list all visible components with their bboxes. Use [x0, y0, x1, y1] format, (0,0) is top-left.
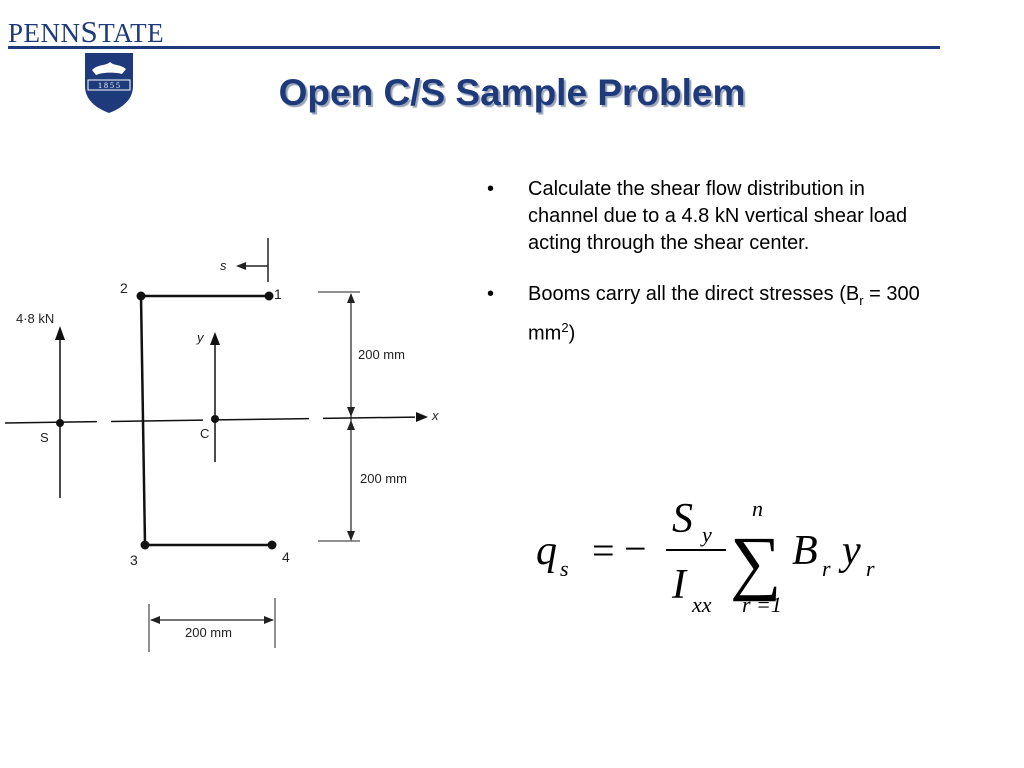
brand-part2: S [80, 14, 99, 49]
eq-minus: − [624, 526, 647, 571]
bullet-marker: • [487, 283, 495, 305]
bullet-item: • Booms carry all the direct stresses (B… [487, 281, 927, 348]
boom-label-3: 3 [130, 552, 138, 568]
shear-flow-equation: q s = − S y I xx n ∑ r =1 B r y r [536, 496, 875, 617]
bullet-text-mid: = 300 mm [528, 283, 920, 345]
eq-lhs-sub: s [560, 556, 569, 581]
dim-arrow [347, 407, 355, 417]
bullet-item: • Calculate the shear flow distribution … [487, 176, 927, 257]
pennstate-shield-logo: 1 8 5 5 [85, 53, 133, 113]
eq-term1-sub: r [822, 556, 831, 581]
dim-arrow [347, 531, 355, 541]
eq-denominator: I [671, 562, 688, 608]
boom-label-1: 1 [274, 286, 282, 302]
brand-part1: PENN [8, 18, 81, 48]
pennstate-wordmark: PENNSTATE [8, 14, 164, 50]
x-axis-label: x [431, 408, 439, 423]
dim-arrow [347, 420, 355, 430]
boom-2 [136, 291, 146, 301]
bullet-list: • Calculate the shear flow distribution … [487, 176, 927, 372]
dim-width-label: 200 mm [185, 625, 232, 640]
y-axis-label: y [196, 330, 205, 345]
s-arrowhead [236, 262, 246, 270]
eq-term2: y [838, 528, 861, 574]
bullet-text: Calculate the shear flow distribution in… [528, 178, 908, 254]
shear-center-point [56, 419, 64, 427]
bullet-subscript: r [859, 293, 864, 308]
boom-label-2: 2 [120, 280, 128, 296]
header-rule [8, 46, 940, 49]
eq-sigma: ∑ [730, 522, 781, 602]
dim-bottom-label: 200 mm [360, 471, 407, 486]
eq-sum-upper: n [752, 496, 763, 521]
slide-title: Open C/S Sample Problem [278, 72, 746, 113]
shear-center-label: S [40, 430, 49, 445]
boom-1 [264, 291, 274, 301]
eq-lhs: q [536, 528, 557, 574]
boom-label-4: 4 [282, 549, 290, 565]
bullet-superscript: 2 [561, 320, 569, 335]
dim-arrow [264, 616, 274, 624]
boom-4 [267, 540, 277, 550]
s-label: s [220, 258, 227, 273]
eq-numerator: S [672, 496, 693, 542]
bullet-text-before: Booms carry all the direct stresses (B [528, 283, 860, 305]
centroid-point [211, 415, 219, 423]
load-label: 4·8 kN [16, 311, 54, 326]
dim-top-label: 200 mm [358, 347, 405, 362]
eq-numerator-sub: y [700, 522, 712, 547]
bullet-marker: • [487, 178, 495, 200]
eq-term1: B [792, 528, 818, 574]
logo-year: 1 8 5 5 [98, 81, 120, 90]
eq-term2-sub: r [866, 556, 875, 581]
dim-arrow [347, 293, 355, 303]
centroid-label: C [200, 426, 209, 441]
eq-denominator-sub: xx [691, 592, 712, 617]
y-axis-arrowhead [210, 332, 220, 345]
eq-equals: = [592, 528, 615, 573]
dim-arrow [150, 616, 160, 624]
load-arrowhead [55, 326, 65, 340]
eq-sum-lower: r =1 [742, 592, 782, 617]
channel-section-diagram: s 1 2 3 4 x 4·8 kN S y C 200 mm 200 mm 2… [4, 238, 439, 652]
boom-3 [140, 540, 150, 550]
x-axis-arrowhead [416, 412, 428, 422]
bullet-text-after: ) [568, 322, 576, 345]
brand-part3: TATE [98, 18, 165, 48]
